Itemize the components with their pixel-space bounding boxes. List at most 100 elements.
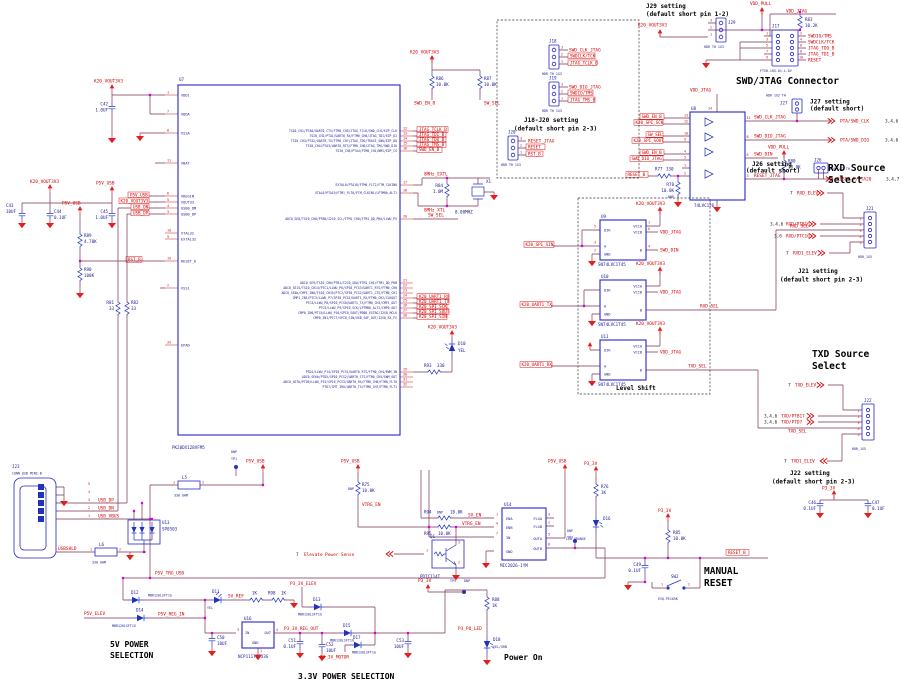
pin-number: 3 [766, 38, 768, 42]
pin-number: 1 [88, 514, 90, 518]
net-label: VDD_JTAG [660, 290, 682, 296]
pin-number: 3 [548, 513, 550, 517]
resistor-icon [484, 594, 490, 612]
refdes: TP5 [450, 579, 456, 583]
page-ref: 7 [790, 191, 793, 197]
net-label: P3_3V [822, 486, 836, 492]
pin-number: 14 [708, 107, 712, 111]
pin-number: 25 [403, 299, 407, 303]
usb-connector: J23 CONN USB MINI-B 5 4 3 2 1 USB_DP USB… [12, 450, 266, 577]
net-label: VDD_JTAG [660, 350, 682, 356]
pin-number: 1 [90, 548, 92, 552]
capacitor-icon [46, 209, 54, 221]
pin-number: 4 [860, 235, 862, 239]
value: HDR TH 1X3 [542, 109, 562, 113]
refdes: R76 [601, 484, 609, 489]
value: NCP1117DT33G [238, 654, 269, 659]
pin-name: ENA [506, 517, 513, 521]
pin-number: 22 [403, 284, 407, 288]
refdes: R81 [106, 300, 114, 305]
pin-number: 32 [403, 383, 407, 387]
diode-icon [349, 641, 366, 649]
pin-name: GND [604, 313, 611, 317]
net-label: VDD_JTAG [690, 88, 712, 94]
pin-number: 2 [858, 415, 860, 419]
note: (default short pin 2-3) [772, 479, 855, 486]
resistor-icon [77, 231, 83, 249]
value: 10UF [326, 648, 337, 653]
pin-name: A [604, 305, 607, 309]
ground-icon [207, 647, 217, 657]
value: HDR_1X5 [852, 447, 866, 451]
net-label: PTA/SWD_CLK [840, 119, 869, 125]
refdes: R93 [424, 363, 432, 368]
dnp-flag: DNP [567, 529, 573, 533]
pin-number: 5 [858, 433, 860, 437]
refdes: D17 [353, 635, 361, 640]
net-label: K20_UART1_TX [522, 302, 553, 307]
pin-number: 6 [747, 153, 749, 157]
power-flag-icon [449, 329, 455, 339]
capacitor-icon [864, 499, 872, 511]
pushbutton-icon [666, 579, 686, 590]
refdes: J26 [814, 158, 822, 163]
dnp-flag: DNP [348, 487, 354, 491]
rxd-source-select: RXD Source Select 7 RXD_ELEV 3,4,6 RXD/P… [770, 163, 885, 284]
pin-number: 6 [648, 227, 650, 231]
value: 1.0UF [95, 215, 108, 220]
net-label: Elevate Power Sense [304, 552, 355, 558]
pin-name: IN [506, 536, 510, 540]
ground-icon [623, 581, 633, 591]
status-led: R93 330 D10 YEL K20_VOUT3V3 [424, 325, 466, 375]
value: 0.1UF [628, 568, 641, 573]
refdes: D15 [343, 623, 351, 628]
refdes: J17 [772, 24, 780, 29]
value: HDR_1X5 [858, 255, 872, 259]
pin-number: 2 [458, 561, 460, 565]
pin-name: PTC4/LLWU_P8/SPI0_PCS0/UART1_TX/FTM0_CH3… [306, 301, 397, 305]
pin-name: DIR [604, 289, 611, 293]
net-label: SWD_EN_B [642, 150, 663, 155]
pin-number: 33 [167, 341, 171, 345]
net-label: RXD_ELEV [797, 191, 819, 197]
net-label: TXD_SEL [788, 429, 807, 435]
refdes: R82 [131, 300, 139, 305]
page-ref: 3,4,7 [886, 177, 900, 183]
value: PDTC114T [420, 574, 441, 579]
refdes: R77 [655, 167, 663, 172]
section-title: Select [828, 175, 862, 186]
jumper-setting-box [496, 19, 640, 179]
refdes: R80 [788, 159, 796, 164]
crystal-circuit: R84 1.0M X1 8.00MHZ 8MHz_EXTL 8MHz_XTL [424, 172, 499, 215]
note: J26 setting [752, 161, 792, 168]
pin-number: 3 [458, 541, 460, 545]
pin-number: 4 [88, 490, 90, 494]
pin-number: 1 [167, 91, 169, 95]
dnp-flag: DNP [668, 195, 674, 199]
net-label: VDD_JTAG [786, 9, 808, 15]
net-label: RST_B [128, 257, 141, 262]
section-title: SELECTION [110, 651, 154, 660]
pin-number: 11 [167, 159, 171, 163]
refdes: TP1 [231, 457, 237, 461]
net-label: VTRG_EN [462, 521, 481, 527]
value: 4.70K [84, 239, 97, 244]
refdes: R94 [424, 510, 432, 515]
pin-number: 2 [684, 172, 686, 176]
header-icon [863, 211, 877, 249]
ground-icon [289, 599, 299, 609]
section-title: 5V POWER [110, 640, 149, 649]
net-label: SWDCLK/TCK [808, 40, 835, 46]
note: J22 setting [790, 470, 830, 477]
pin-name: OUT [265, 631, 272, 635]
net-label: SW_SEL [428, 213, 444, 219]
value: 0.1UF [283, 644, 296, 649]
pin-number: 7 [766, 50, 768, 54]
pin-number: 1 [260, 649, 262, 653]
refdes: U14 [504, 502, 512, 507]
power-selection-5v: P5V_ELEV D14 MBR120LSFT1G D12 MBR120LSFT… [84, 589, 299, 660]
pin-number: 3 [520, 137, 522, 141]
power-flag-icon [562, 463, 568, 473]
refdes: C42 [100, 102, 108, 107]
value: 330 OHM [92, 561, 106, 565]
